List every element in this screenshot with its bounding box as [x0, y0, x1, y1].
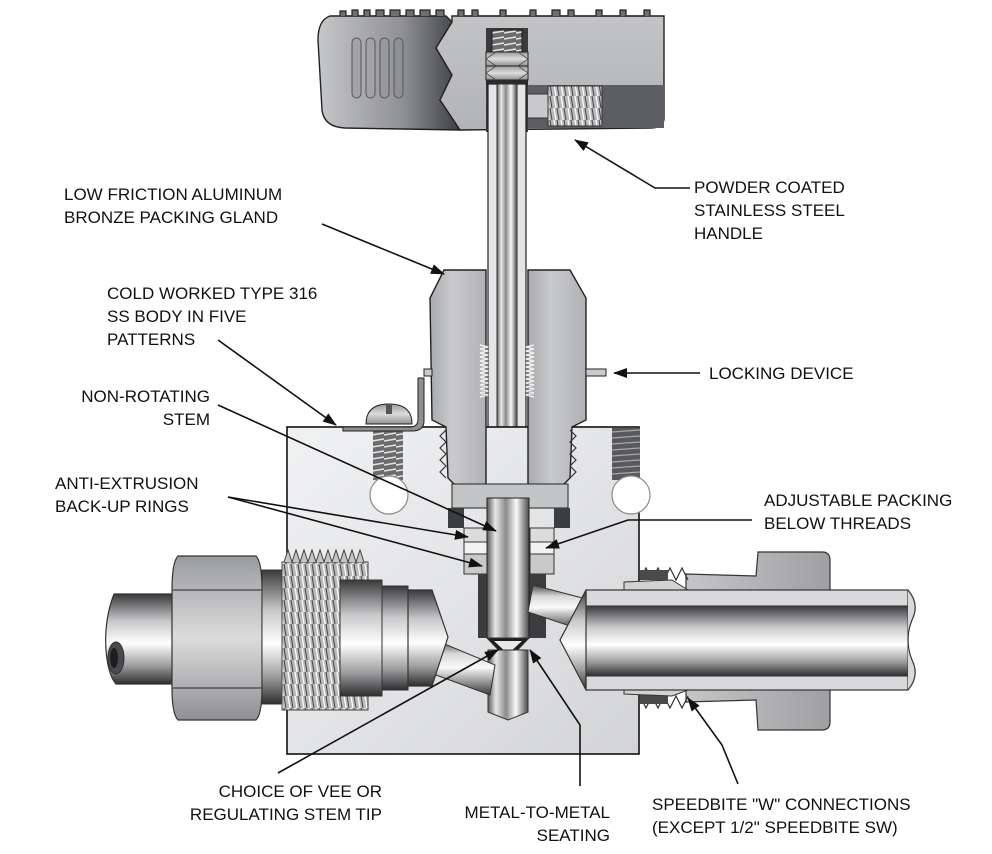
leader-connections [687, 697, 739, 785]
callout-adjustable-packing: ADJUSTABLE PACKING BELOW THREADS [764, 489, 952, 535]
callout-line: (EXCEPT 1/2" SPEEDBITE SW) [652, 818, 898, 837]
handle-set-screw [547, 85, 603, 127]
mounting-hole-right [611, 428, 651, 515]
callout-line: METAL-TO-METAL [464, 803, 610, 822]
right-fitting [559, 551, 916, 731]
callout-line: SPEEDBITE "W" CONNECTIONS [652, 795, 911, 814]
backup-ring-left [448, 508, 464, 528]
callout-line: SEATING [536, 826, 610, 845]
backup-ring-right [554, 508, 570, 528]
callout-line: HANDLE [694, 224, 763, 243]
handle-knurl-edge [339, 9, 651, 17]
callout-line: BRONZE PACKING GLAND [64, 208, 279, 227]
callout-line: LOCKING DEVICE [709, 364, 854, 383]
callout-line: REGULATING STEM TIP [189, 805, 382, 824]
callout-connections: SPEEDBITE "W" CONNECTIONS (EXCEPT 1/2" S… [652, 793, 911, 839]
callout-line: PATTERNS [107, 330, 196, 349]
callout-seating: METAL-TO-METAL SEATING [420, 801, 610, 847]
callout-line: STEM [162, 410, 210, 429]
callout-backup-rings: ANTI-EXTRUSION BACK-UP RINGS [55, 472, 199, 518]
locking-screw [342, 377, 425, 432]
callout-line: ADJUSTABLE PACKING [764, 491, 953, 510]
callout-line: CHOICE OF VEE OR [218, 782, 382, 801]
mounting-hole-left [369, 428, 409, 515]
callout-locking-device: LOCKING DEVICE [709, 362, 854, 385]
leader-adjustable-packing [545, 519, 752, 549]
callout-line: COLD WORKED TYPE 316 [107, 284, 318, 303]
callout-line: BELOW THREADS [764, 514, 912, 533]
callout-body: COLD WORKED TYPE 316 SS BODY IN FIVE PAT… [107, 282, 317, 351]
left-fitting [105, 548, 449, 721]
leader-packing-gland [321, 223, 445, 275]
callout-line: BACK-UP RINGS [55, 497, 189, 516]
callout-stem: NON-ROTATING STEM [40, 385, 210, 431]
callout-packing-gland: LOW FRICTION ALUMINUM BRONZE PACKING GLA… [64, 183, 282, 229]
leader-handle [574, 139, 690, 189]
leader-backup-ring-1 [227, 496, 469, 540]
callout-stem-tip: CHOICE OF VEE OR REGULATING STEM TIP [150, 780, 382, 826]
leader-backup-ring-2 [227, 496, 483, 568]
callout-line: LOW FRICTION ALUMINUM [64, 185, 283, 204]
callout-line: ANTI-EXTRUSION [55, 474, 199, 493]
packing-gland [423, 269, 607, 489]
right-tube [585, 605, 909, 677]
callout-line: STAINLESS STEEL [694, 201, 845, 220]
handle-grip-ribs [351, 37, 404, 99]
callout-line: POWDER COATED [694, 178, 845, 197]
hex-nut [171, 555, 263, 721]
handle [317, 9, 665, 132]
locking-tab [585, 368, 607, 377]
callout-line: SS BODY IN FIVE [107, 307, 247, 326]
leader-body [217, 339, 337, 426]
leader-seating [529, 649, 581, 786]
seat-passage [487, 649, 529, 721]
leader-lines [217, 139, 752, 786]
callout-line: NON-ROTATING [81, 387, 210, 406]
callout-handle: POWDER COATED STAINLESS STEEL HANDLE [694, 176, 845, 245]
leader-stem-tip [277, 649, 499, 774]
lower-stem [486, 497, 530, 639]
leader-stem [217, 404, 497, 532]
